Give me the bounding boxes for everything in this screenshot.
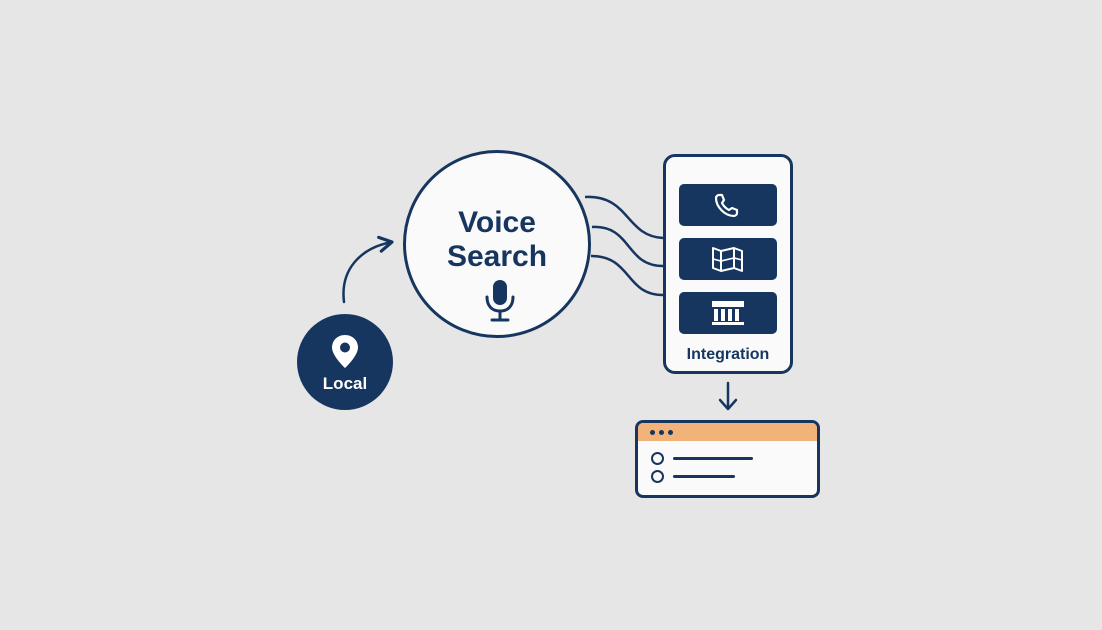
result-text-line <box>673 475 735 478</box>
phone-button[interactable] <box>679 184 777 226</box>
microphone-icon <box>485 280 515 322</box>
integration-label: Integration <box>686 346 770 363</box>
local-node: Local <box>297 314 393 410</box>
radio-icon[interactable] <box>651 452 664 465</box>
results-window <box>635 420 820 498</box>
voice-search-title: Voice Search <box>406 206 588 274</box>
map-icon <box>712 247 743 272</box>
phone-icon <box>714 193 739 218</box>
storefront-icon <box>712 301 744 325</box>
storefront-button[interactable] <box>679 292 777 334</box>
map-button[interactable] <box>679 238 777 280</box>
map-pin-icon <box>332 335 358 368</box>
voice-to-phone-connector <box>584 195 664 240</box>
result-row[interactable] <box>651 452 761 466</box>
voice-search-node: Voice Search <box>403 150 591 338</box>
voice-to-store-connector <box>590 254 664 297</box>
radio-icon[interactable] <box>651 470 664 483</box>
window-dot <box>650 430 655 435</box>
results-titlebar <box>638 423 817 441</box>
voice-search-title-line2: Search <box>446 240 548 273</box>
window-dot <box>668 430 673 435</box>
local-to-voice-arrow <box>342 235 394 304</box>
voice-search-title-line1: Voice <box>458 206 536 239</box>
integration-panel: Integration <box>663 154 793 374</box>
result-text-line <box>673 457 753 460</box>
local-label: Local <box>322 374 368 393</box>
result-row[interactable] <box>651 470 761 484</box>
voice-to-map-connector <box>591 225 664 268</box>
down-arrow-head <box>718 398 738 411</box>
window-dot <box>659 430 664 435</box>
